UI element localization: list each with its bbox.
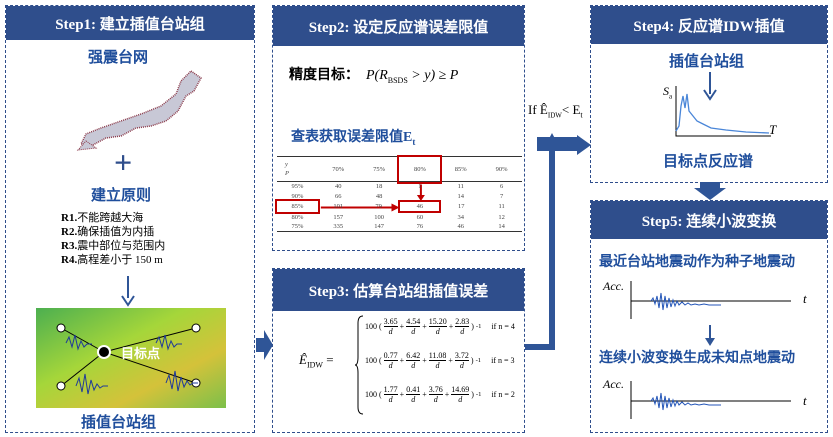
- t-axis-label: t: [803, 291, 807, 306]
- generate-motion-label: 连续小波变换生成未知点地震动: [599, 351, 795, 366]
- step4-header: Step4: 反应谱IDW插值: [591, 6, 827, 44]
- connector-arrow-icon: [525, 133, 591, 350]
- rule: R4.高程差小于 150 m: [61, 254, 163, 266]
- lookup-label: 查表获取误差限值Et: [291, 130, 416, 147]
- step1-header: Step1: 建立插值台站组: [6, 6, 254, 40]
- lookup-arrowhead-horizontal: [391, 203, 400, 212]
- sa-axis-label: Sa: [663, 84, 673, 101]
- lookup-arrows: [320, 184, 425, 212]
- step5-panel: Step5: 连续小波变换 最近台站地震动作为种子地震动 Acc. t 连续小波…: [590, 200, 828, 433]
- acc-label: Acc.: [603, 279, 624, 293]
- brace-icon: [354, 315, 364, 415]
- station-group-label: 插值台站组: [81, 415, 157, 431]
- step3-header: Step3: 估算台站组插值误差: [273, 269, 524, 311]
- target-spectrum-label: 目标点反应谱: [663, 154, 754, 170]
- right-arrow-icon: [256, 330, 273, 360]
- down-arrow-icon: [694, 182, 726, 200]
- step5-header: Step5: 连续小波变换: [591, 201, 827, 239]
- step4-panel: Step4: 反应谱IDW插值 插值台站组 Sa T 目标点反应谱: [590, 5, 828, 183]
- col-header: 80%: [397, 154, 443, 184]
- station-group-label: 插值台站组: [669, 54, 745, 70]
- t-axis-label: T: [769, 122, 777, 137]
- down-arrow-icon: [121, 276, 135, 307]
- col-header: 70%: [317, 156, 359, 182]
- terrain-map: [36, 308, 226, 408]
- target-point-label: 目标点: [121, 346, 161, 361]
- rule: R3.震中部位与范围内: [61, 240, 166, 252]
- idw-error-lhs: ÊIDW =: [299, 352, 334, 370]
- generated-waveform: [630, 381, 791, 419]
- plus-icon: +: [114, 144, 133, 180]
- col-header: 75%: [358, 156, 400, 182]
- t-axis-label: t: [803, 393, 807, 408]
- seed-motion-label: 最近台站地震动作为种子地震动: [599, 255, 795, 270]
- rules-list: R1.不能跨越大海 R2.确保插值为内插 R3.震中部位与范围内 R4.高程差小…: [61, 211, 165, 267]
- down-arrow-icon: [703, 72, 717, 101]
- precision-target: 精度目标： P(RBSDS > y) ≥ P: [289, 68, 459, 85]
- step2-header: Step2: 设定反应谱误差限值: [273, 6, 524, 46]
- col-header: 90%: [481, 156, 522, 182]
- condition-label: If ÊIDW< Et: [528, 102, 583, 120]
- japan-map: [76, 70, 202, 151]
- principle-title: 建立原则: [91, 188, 152, 204]
- down-arrow-icon: [705, 325, 715, 346]
- lookup-arrowhead-vertical: [416, 195, 425, 201]
- rule: R1.不能跨越大海: [61, 212, 144, 224]
- rule: R2.确保插值为内插: [61, 226, 155, 238]
- acc-label: Acc.: [603, 377, 624, 391]
- seed-waveform: [630, 281, 791, 319]
- network-label: 强震台网: [88, 50, 149, 66]
- col-header: 85%: [440, 156, 482, 182]
- response-spectrum-plot: [675, 86, 771, 137]
- step2-panel: Step2: 设定反应谱误差限值 精度目标： P(RBSDS > y) ≥ P …: [272, 5, 525, 251]
- step1-panel: Step1: 建立插值台站组 强震台网 + 建立原则 R1.不能跨越大海 R2.…: [5, 5, 255, 433]
